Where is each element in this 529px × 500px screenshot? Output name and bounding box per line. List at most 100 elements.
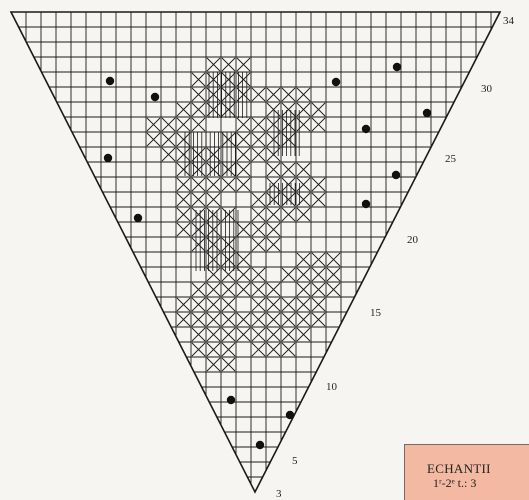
dot-stitch: [133, 213, 143, 223]
cross-stitch-stroke: [236, 252, 251, 267]
cross-stitch-stroke: [311, 177, 326, 192]
cross-stitch-stroke: [191, 342, 206, 357]
cross-stitch-stroke: [191, 72, 206, 87]
cross-stitch-stroke: [221, 57, 236, 72]
row-label-34: 34: [503, 15, 515, 27]
cross-stitch-stroke: [206, 342, 221, 357]
cross-stitch-stroke: [281, 102, 296, 117]
cross-stitch-stroke: [206, 177, 221, 192]
cross-stitch-stroke: [221, 252, 236, 267]
cross-stitch-stroke: [206, 102, 221, 117]
cross-stitch-stroke: [251, 87, 266, 102]
cross-stitch-stroke: [281, 207, 296, 222]
cross-stitch-stroke: [296, 117, 311, 132]
cross-stitch-stroke: [176, 147, 191, 162]
cross-stitch-stroke: [236, 132, 251, 147]
cross-stitch-stroke: [206, 87, 221, 102]
cross-stitch-stroke: [221, 327, 236, 342]
cross-stitch-stroke: [191, 222, 206, 237]
cross-stitch-stroke: [206, 267, 221, 282]
cross-stitch-stroke: [206, 222, 221, 237]
legend-subtitle: 1ʳ-2ᵉ t.: 3: [433, 476, 477, 490]
cross-stitch-stroke: [281, 312, 296, 327]
cross-stitch-stroke: [266, 312, 281, 327]
dot-stitch: [150, 92, 160, 102]
row-number-labels: 34 30 25 20 15 10 5 3: [276, 15, 515, 500]
pattern-grid: [11, 12, 500, 492]
cross-stitch-stroke: [191, 297, 206, 312]
cross-stitch-stroke: [251, 267, 266, 282]
cross-stitch-stroke: [266, 297, 281, 312]
dot-stitch: [422, 108, 432, 118]
row-label-10: 10: [326, 381, 338, 393]
row-label-20: 20: [407, 234, 419, 246]
cross-stitch-stroke: [266, 132, 281, 147]
cross-stitch-stroke: [311, 267, 326, 282]
cross-stitch-stroke: [206, 192, 221, 207]
dot-stitch: [361, 199, 371, 209]
cross-stitch-stroke: [311, 192, 326, 207]
cross-stitch-stroke: [236, 327, 251, 342]
cross-stitch-stroke: [296, 327, 311, 342]
cross-stitch-stroke: [176, 297, 191, 312]
cross-stitch-stroke: [281, 192, 296, 207]
cross-stitch-stroke: [221, 282, 236, 297]
cross-stitch-stroke: [251, 207, 266, 222]
cross-stitch-stroke: [176, 192, 191, 207]
cross-stitch-stroke: [251, 237, 266, 252]
cross-stitch-stroke: [281, 267, 296, 282]
cross-stitch-stroke: [326, 267, 341, 282]
row-label-3: 3: [276, 488, 282, 500]
cross-stitch-stroke: [176, 312, 191, 327]
cross-stitch-stroke: [206, 327, 221, 342]
cross-stitch-stroke: [311, 117, 326, 132]
cross-stitch-stroke: [281, 87, 296, 102]
gauge-legend-box: ECHANTII 1ʳ-2ᵉ t.: 3: [404, 444, 529, 500]
cross-stitch-stroke: [221, 177, 236, 192]
triangle-outline: [9, 11, 502, 494]
cross-stitch-stroke: [311, 102, 326, 117]
cross-stitch-stroke: [221, 87, 236, 102]
cross-stitch-stroke: [311, 282, 326, 297]
cross-stitch-stroke: [311, 252, 326, 267]
cross-stitch-stroke: [191, 147, 206, 162]
cross-stitch-stroke: [281, 117, 296, 132]
cross-stitch-stroke: [251, 117, 266, 132]
cross-stitch-stroke: [221, 102, 236, 117]
cross-stitch-stroke: [281, 132, 296, 147]
row-label-30: 30: [481, 83, 493, 95]
cross-stitch-stroke: [206, 357, 221, 372]
cross-stitch-stroke: [296, 207, 311, 222]
cross-stitch-stroke: [191, 177, 206, 192]
cross-stitch-stroke: [236, 87, 251, 102]
dot-stitch: [103, 153, 113, 163]
cross-stitch-stroke: [191, 207, 206, 222]
cross-stitch-stroke: [236, 117, 251, 132]
cross-stitch-stroke: [251, 327, 266, 342]
cross-stitch-stroke: [221, 207, 236, 222]
cross-stitch-stroke: [191, 192, 206, 207]
cross-stitch-stroke: [311, 312, 326, 327]
cross-stitch-stroke: [206, 162, 221, 177]
cross-stitch-stroke: [221, 162, 236, 177]
cross-stitch-stroke: [266, 192, 281, 207]
dot-stitch: [392, 62, 402, 72]
cross-stitch-stroke: [191, 312, 206, 327]
cross-stitch-stroke: [221, 72, 236, 87]
cross-stitch-stroke: [281, 342, 296, 357]
cross-stitch-stroke: [266, 117, 281, 132]
cross-stitch-stroke: [296, 252, 311, 267]
cross-stitch-stroke: [221, 297, 236, 312]
cross-stitch-stroke: [146, 132, 161, 147]
cross-stitch-stroke: [221, 342, 236, 357]
cross-stitch-stroke: [146, 117, 161, 132]
cross-stitch-stroke: [236, 147, 251, 162]
dot-stitches: [103, 62, 432, 450]
cross-stitch-stroke: [161, 132, 176, 147]
cross-stitch-stroke: [281, 162, 296, 177]
cross-stitch-stroke: [251, 192, 266, 207]
cross-stitch-stroke: [221, 312, 236, 327]
cross-stitch-stroke: [251, 132, 266, 147]
cross-stitch-stroke: [236, 72, 251, 87]
